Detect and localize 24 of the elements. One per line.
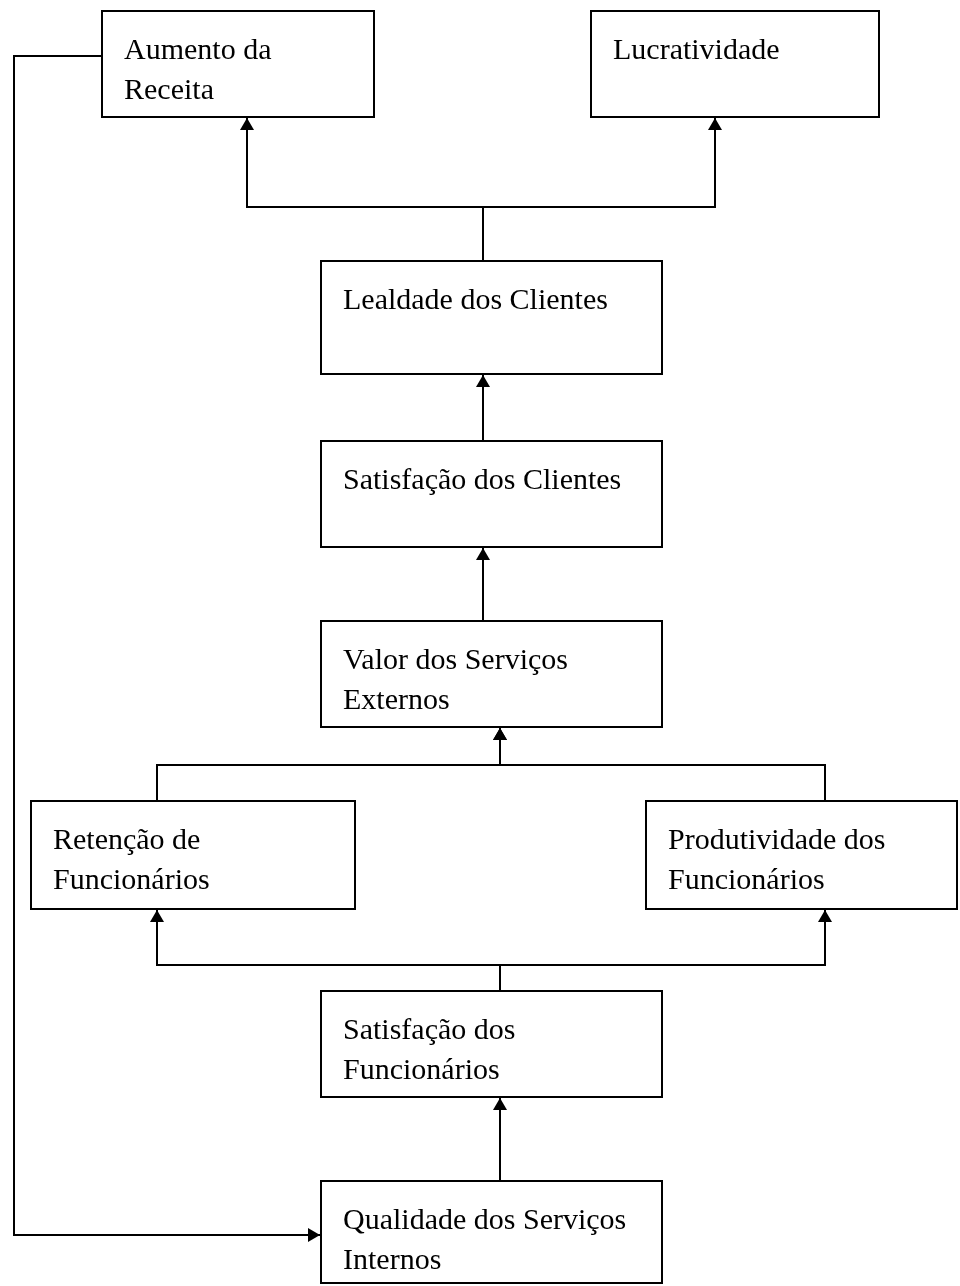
arrow	[476, 547, 490, 621]
process-box	[30, 800, 356, 910]
arrow	[476, 374, 490, 441]
process-box	[320, 990, 663, 1098]
box-label: Retenção de Funcionários	[53, 821, 211, 897]
arrow	[493, 727, 826, 801]
box-label: Aumento da Receita	[124, 31, 273, 107]
box-label: Lealdade dos Clientes	[343, 281, 609, 317]
box-label: Satisfação dos Funcionários	[343, 1011, 517, 1087]
box-label: Valor dos Serviços Externos	[343, 641, 569, 717]
process-box	[645, 800, 958, 910]
box-label: Produtividade dos Funcionários	[668, 821, 887, 897]
arrow	[493, 1097, 507, 1181]
arrow	[13, 55, 321, 1242]
box-label: Lucratividade	[613, 31, 781, 67]
process-box	[101, 10, 375, 118]
process-box	[320, 1180, 663, 1284]
process-box	[320, 260, 663, 375]
process-box	[320, 620, 663, 728]
box-label: Satisfação dos Clientes	[343, 461, 623, 497]
process-box	[320, 440, 663, 548]
box-label: Qualidade dos Serviços Internos	[343, 1201, 628, 1277]
arrow	[482, 117, 722, 261]
process-box	[590, 10, 880, 118]
